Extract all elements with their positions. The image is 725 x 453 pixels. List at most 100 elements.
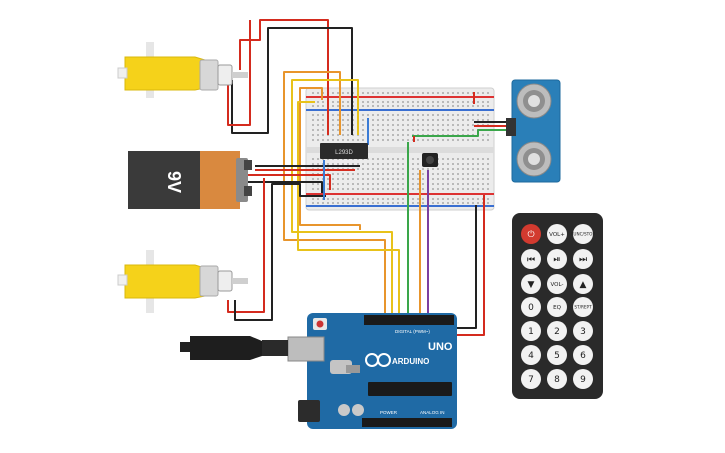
breadboard-hole (317, 158, 319, 160)
breadboard-hole (332, 163, 334, 165)
remote-button[interactable] (573, 224, 593, 244)
breadboard-hole (402, 92, 404, 94)
breadboard-hole (367, 114, 369, 116)
remote-button[interactable] (573, 297, 593, 317)
remote-button[interactable] (547, 345, 567, 365)
breadboard-hole (367, 92, 369, 94)
breadboard-hole (387, 119, 389, 121)
breadboard-hole (377, 163, 379, 165)
breadboard-hole (417, 119, 419, 121)
remote-button-label: EQ (553, 305, 561, 311)
breadboard-hole (397, 188, 399, 190)
remote-button[interactable] (521, 249, 541, 269)
remote-button[interactable] (521, 274, 541, 294)
breadboard-hole (317, 163, 319, 165)
breadboard-hole (447, 188, 449, 190)
remote-button[interactable] (547, 369, 567, 389)
remote-button[interactable] (521, 297, 541, 317)
remote-button[interactable] (521, 321, 541, 341)
breadboard-hole (467, 163, 469, 165)
remote-button[interactable] (573, 369, 593, 389)
breadboard-hole (437, 178, 439, 180)
breadboard-hole (437, 202, 439, 204)
breadboard-hole (447, 129, 449, 131)
breadboard-hole (397, 158, 399, 160)
remote-button-label: ▲ (580, 280, 587, 290)
remote-button[interactable] (573, 321, 593, 341)
breadboard-hole (377, 114, 379, 116)
wire-top-motor-red-2 (227, 20, 251, 126)
breadboard-hole (467, 119, 469, 121)
breadboard-hole (312, 183, 314, 185)
breadboard-hole (407, 124, 409, 126)
breadboard-hole (442, 139, 444, 141)
breadboard-hole (387, 188, 389, 190)
wire-battery-black (248, 181, 323, 193)
breadboard-hole (447, 92, 449, 94)
breadboard-hole (477, 168, 479, 170)
remote-button[interactable] (573, 274, 593, 294)
breadboard-hole (402, 158, 404, 160)
breadboard-hole (452, 178, 454, 180)
breadboard-hole (322, 119, 324, 121)
breadboard-hole (392, 183, 394, 185)
breadboard-hole (377, 129, 379, 131)
breadboard-hole (377, 168, 379, 170)
remote-button[interactable] (547, 224, 567, 244)
breadboard-hole (377, 173, 379, 175)
breadboard-hole (372, 101, 374, 103)
breadboard-hole (372, 92, 374, 94)
breadboard-hole (337, 198, 339, 200)
remote-button[interactable] (547, 321, 567, 341)
breadboard-hole (442, 158, 444, 160)
remote-button[interactable] (521, 369, 541, 389)
breadboard-hole (422, 92, 424, 94)
breadboard-hole (437, 101, 439, 103)
breadboard-hole (377, 134, 379, 136)
breadboard-hole (332, 101, 334, 103)
breadboard-hole (487, 178, 489, 180)
remote-button[interactable] (521, 345, 541, 365)
breadboard-hole (472, 198, 474, 200)
breadboard-hole (367, 168, 369, 170)
breadboard-hole (337, 105, 339, 107)
breadboard-hole (377, 105, 379, 107)
breadboard-hole (317, 198, 319, 200)
breadboard-hole (427, 92, 429, 94)
breadboard-hole (392, 129, 394, 131)
breadboard-hole (422, 198, 424, 200)
breadboard-hole (472, 158, 474, 160)
remote-button[interactable] (547, 274, 567, 294)
breadboard-hole (397, 124, 399, 126)
breadboard-hole (322, 139, 324, 141)
remote-button[interactable] (547, 297, 567, 317)
breadboard-hole (387, 202, 389, 204)
breadboard-hole (432, 114, 434, 116)
breadboard-hole (392, 134, 394, 136)
remote-button[interactable] (573, 249, 593, 269)
breadboard-hole (422, 188, 424, 190)
breadboard-hole (387, 178, 389, 180)
breadboard-hole (342, 173, 344, 175)
breadboard-hole (377, 188, 379, 190)
breadboard-hole (327, 139, 329, 141)
breadboard-hole (397, 105, 399, 107)
breadboard-hole (337, 173, 339, 175)
breadboard-hole (487, 158, 489, 160)
remote-button[interactable] (547, 249, 567, 269)
breadboard-hole (442, 114, 444, 116)
breadboard-hole (467, 198, 469, 200)
breadboard-hole (452, 158, 454, 160)
breadboard-hole (447, 139, 449, 141)
remote-button[interactable] (573, 345, 593, 365)
remote-button[interactable] (521, 224, 541, 244)
breadboard-hole (487, 101, 489, 103)
breadboard-hole (347, 188, 349, 190)
wire-top-motor-red (239, 19, 329, 135)
breadboard-hole (427, 129, 429, 131)
breadboard-hole (317, 139, 319, 141)
breadboard-hole (422, 114, 424, 116)
breadboard-hole (457, 92, 459, 94)
breadboard-hole (407, 114, 409, 116)
